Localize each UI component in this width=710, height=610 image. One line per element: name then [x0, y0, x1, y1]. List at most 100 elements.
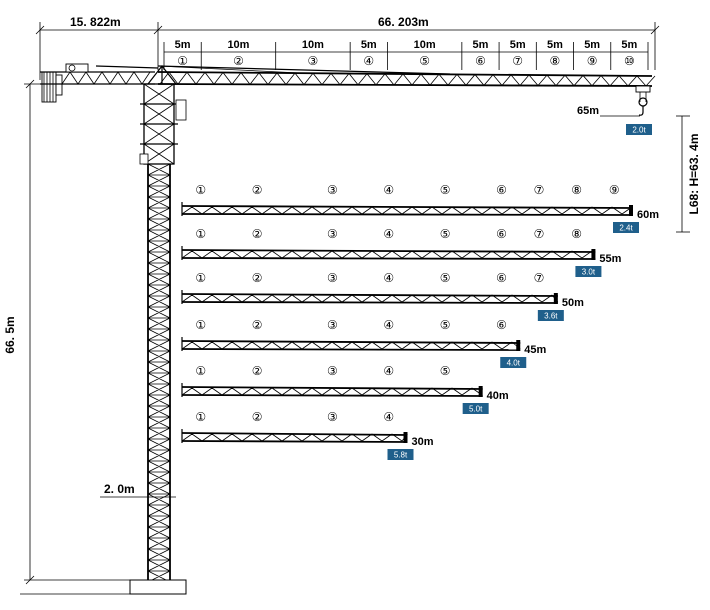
config-top-chord — [181, 205, 634, 209]
operator-cab — [175, 99, 187, 121]
config-load-label: 3.0t — [582, 268, 596, 277]
config-top-chord — [181, 249, 596, 253]
config-segment-number: ③ — [327, 318, 338, 332]
config-length-label: 45m — [524, 344, 546, 356]
segment-number-label: ⑨ — [587, 54, 598, 68]
config-segment-number: ③ — [327, 410, 338, 424]
hook-icon — [638, 106, 644, 116]
config-load-box — [575, 266, 602, 277]
config-jib-tip — [591, 249, 596, 260]
trolley — [635, 85, 651, 93]
segment-length-label: 10m — [414, 39, 436, 51]
segment-number-label: ② — [233, 54, 244, 68]
config-load-box — [500, 357, 527, 368]
tip-load-box — [626, 124, 652, 135]
segment-number-label: ⑩ — [624, 54, 635, 68]
hook-height-dimension — [676, 115, 690, 233]
tower-height-label: 66. 5m — [3, 316, 17, 353]
config-segment-number: ⑦ — [534, 183, 545, 197]
trolley-hook — [600, 85, 651, 117]
tip-load: 2.0t — [632, 126, 646, 135]
config-load-label: 5.0t — [469, 405, 483, 414]
segment-length-label: 5m — [175, 39, 191, 51]
segment-length-label: 10m — [302, 39, 324, 51]
segment-number-label: ⑧ — [550, 54, 561, 68]
mast-width-label: 2. 0m — [104, 482, 135, 496]
config-top-chord — [181, 432, 408, 436]
config-load-box — [387, 449, 414, 460]
config-segment-number: ④ — [383, 410, 394, 424]
config-bottom-chord — [181, 213, 634, 216]
config-bottom-chord — [181, 301, 558, 304]
config-lattice — [181, 250, 593, 259]
config-bottom-chord — [181, 257, 596, 260]
config-bottom-chord — [181, 394, 483, 397]
config-segment-number: ④ — [383, 227, 394, 241]
counterweight-block-2 — [55, 74, 63, 96]
segment-length-label: 5m — [621, 39, 637, 51]
config-segment-number: ⑤ — [440, 318, 451, 332]
config-length-label: 50m — [562, 297, 584, 309]
config-bottom-chord — [181, 348, 521, 351]
segment-number-label: ③ — [308, 54, 319, 68]
segment-number-label: ① — [177, 54, 188, 68]
config-jib-tip — [553, 293, 558, 304]
config-segment-number: ⑨ — [609, 183, 620, 197]
config-segment-number: ③ — [327, 183, 338, 197]
counter-jib — [40, 63, 159, 103]
segment-number-label: ⑤ — [419, 54, 430, 68]
config-top-chord — [181, 340, 521, 344]
config-load-label: 3.6t — [544, 312, 558, 321]
config-segment-number: ⑤ — [440, 364, 451, 378]
config-segment-number: ⑤ — [440, 227, 451, 241]
hoist-winch — [65, 63, 89, 73]
config-top-chord — [181, 293, 558, 297]
config-segment-number: ① — [195, 364, 206, 378]
segment-length-label: 5m — [584, 39, 600, 51]
config-segment-number: ⑥ — [496, 318, 507, 332]
config-load-label: 2.4t — [619, 224, 633, 233]
tower-head — [139, 65, 187, 165]
winch-drum-icon — [68, 64, 76, 72]
config-segment-number: ⑦ — [534, 227, 545, 241]
config-segment-number: ⑥ — [496, 271, 507, 285]
config-load-box — [537, 310, 564, 321]
tower-mast — [147, 163, 171, 594]
config-segment-number: ① — [195, 410, 206, 424]
config-lattice — [181, 387, 483, 396]
config-segment-number: ① — [195, 318, 206, 332]
config-segment-number: ⑥ — [496, 183, 507, 197]
config-segment-number: ⑤ — [440, 271, 451, 285]
jib-total-length: 66. 203m — [378, 15, 429, 29]
config-segment-number: ⑧ — [571, 227, 582, 241]
segment-number-label: ⑥ — [475, 54, 486, 68]
config-bottom-chord — [181, 440, 408, 443]
config-length-label: 30m — [412, 436, 434, 448]
config-segment-number: ② — [252, 227, 263, 241]
counter-jib-length: 15. 822m — [70, 15, 121, 29]
tower-height-dimension — [24, 79, 140, 585]
config-segment-number: ⑧ — [571, 183, 582, 197]
config-jib-tip — [478, 386, 483, 397]
segment-length-label: 5m — [510, 39, 526, 51]
config-segment-number: ④ — [383, 183, 394, 197]
config-segment-number: ⑦ — [534, 271, 545, 285]
config-segment-number: ② — [252, 364, 263, 378]
config-segment-number: ① — [195, 227, 206, 241]
slewing-motor — [139, 153, 149, 165]
config-length-label: 55m — [599, 253, 621, 265]
segment-length-label: 10m — [227, 39, 249, 51]
config-length-label: 40m — [487, 390, 509, 402]
config-segment-number: ② — [252, 410, 263, 424]
config-lattice — [181, 433, 408, 442]
config-segment-number: ③ — [327, 227, 338, 241]
config-segment-number: ② — [252, 271, 263, 285]
